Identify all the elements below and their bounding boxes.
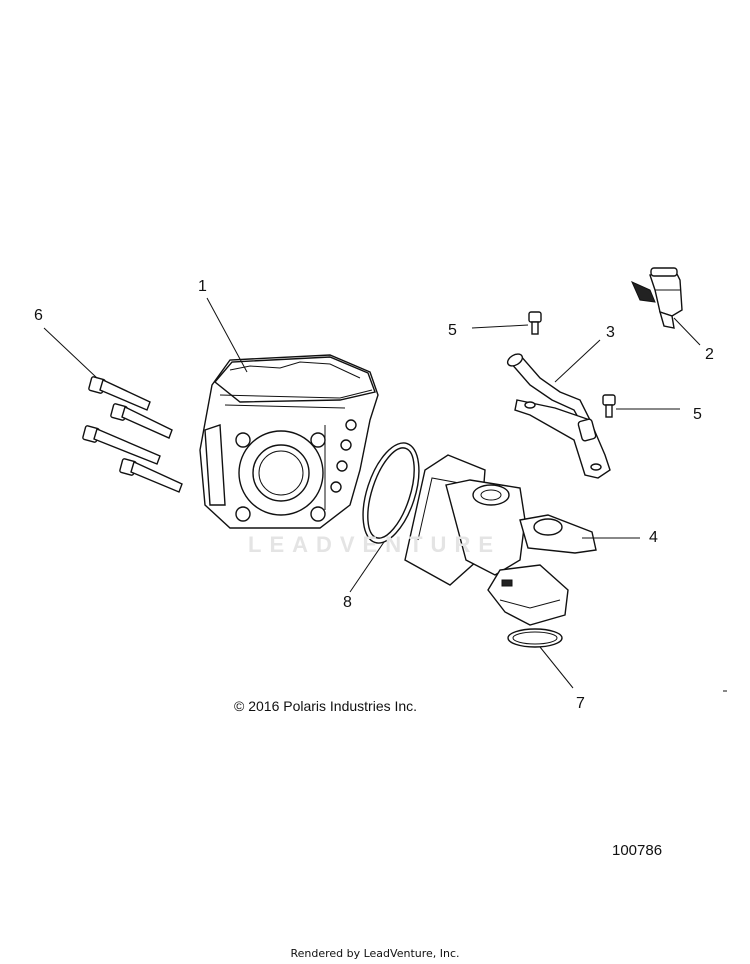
leader-line-1 [206, 297, 248, 373]
leader-lines [43, 297, 701, 689]
throttle-body-part-1 [199, 354, 379, 529]
bolt [88, 376, 151, 411]
rendered-by-footer: Rendered by LeadVenture, Inc. [290, 947, 460, 960]
intake-adapter-part-4 [404, 454, 597, 626]
callout-8: 8 [343, 594, 352, 611]
callout-4: 4 [649, 529, 658, 546]
copyright-notice: © 2016 Polaris Industries Inc. [234, 698, 418, 714]
leader-line-8 [349, 541, 385, 593]
fuel-injector-part-2 [631, 267, 683, 329]
leader-line-6 [43, 327, 98, 379]
callout-1: 1 [198, 278, 207, 295]
callout-5-upper: 5 [448, 322, 457, 339]
callout-3: 3 [606, 324, 615, 341]
o-ring-part-8 [362, 442, 420, 544]
screw-part-5-lower [602, 394, 616, 418]
bolt-set-part-6 [82, 376, 183, 493]
leader-line-2 [673, 317, 701, 346]
leader-line-7 [539, 646, 574, 689]
callout-7: 7 [576, 695, 585, 712]
watermark-text: LEADVENTURE [248, 532, 502, 557]
leader-line-5a [471, 324, 529, 329]
bolt [82, 425, 161, 465]
callout-2: 2 [705, 346, 714, 363]
bolt [110, 403, 173, 439]
bolt [119, 458, 183, 493]
o-ring-part-7 [507, 628, 563, 648]
figure-number: 100786 [612, 842, 663, 859]
fuel-rail-part-3 [506, 353, 611, 479]
callout-5-lower: 5 [693, 406, 702, 423]
callout-6: 6 [34, 307, 43, 324]
leader-line-3 [554, 339, 601, 383]
screw-part-5-upper [528, 311, 542, 335]
